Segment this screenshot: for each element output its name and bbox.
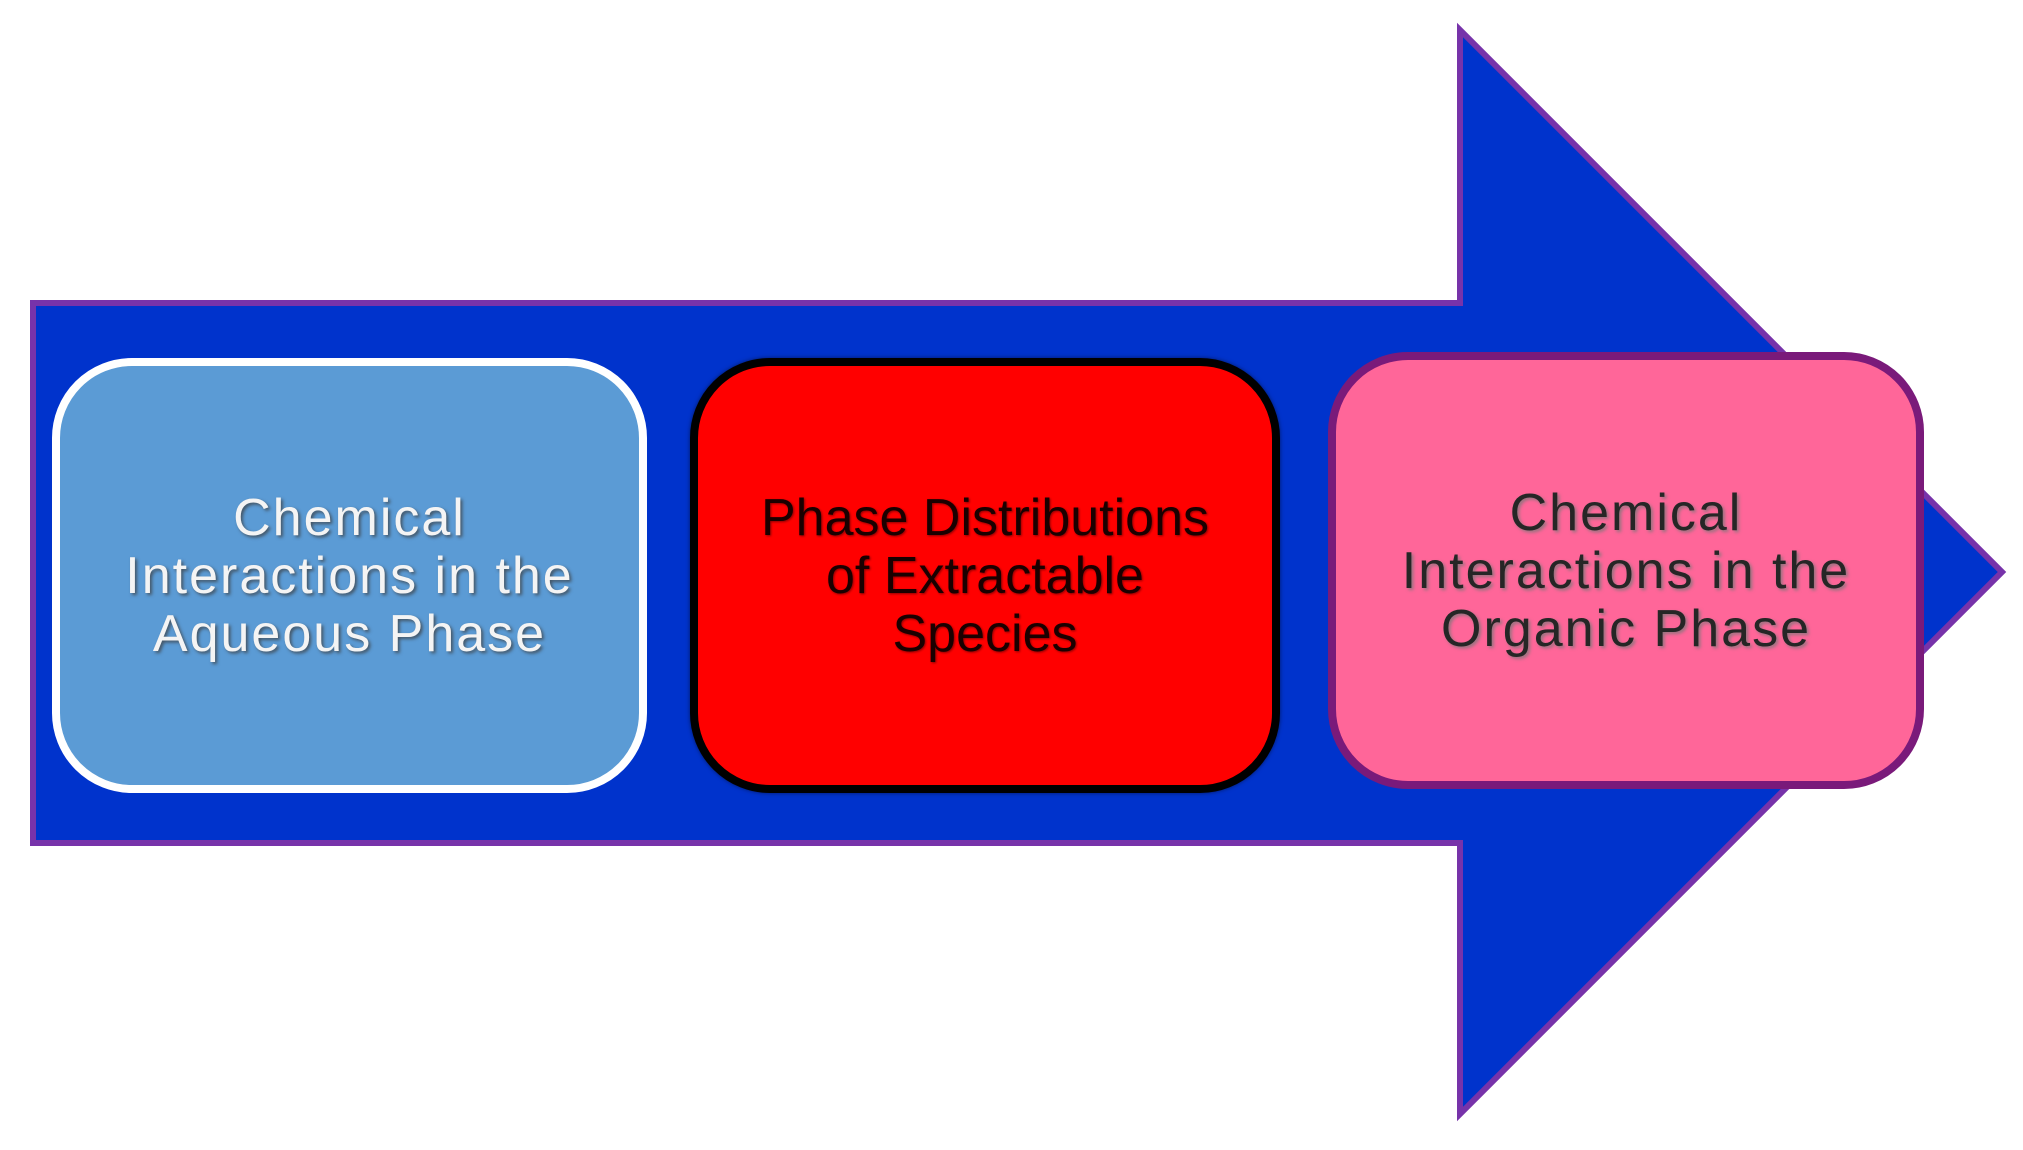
stage-organic-phase-label: Chemical Interactions in the Organic Pha… [1401, 483, 1851, 658]
stage-phase-distributions-label: Phase Distributions of Extractable Speci… [761, 488, 1209, 663]
stage-aqueous-phase-label: Chemical Interactions in the Aqueous Pha… [125, 488, 574, 663]
stage-aqueous-phase-box: Chemical Interactions in the Aqueous Pha… [52, 358, 647, 793]
stage-phase-distributions-box: Phase Distributions of Extractable Speci… [690, 358, 1280, 793]
stage-organic-phase-box: Chemical Interactions in the Organic Pha… [1328, 352, 1924, 789]
